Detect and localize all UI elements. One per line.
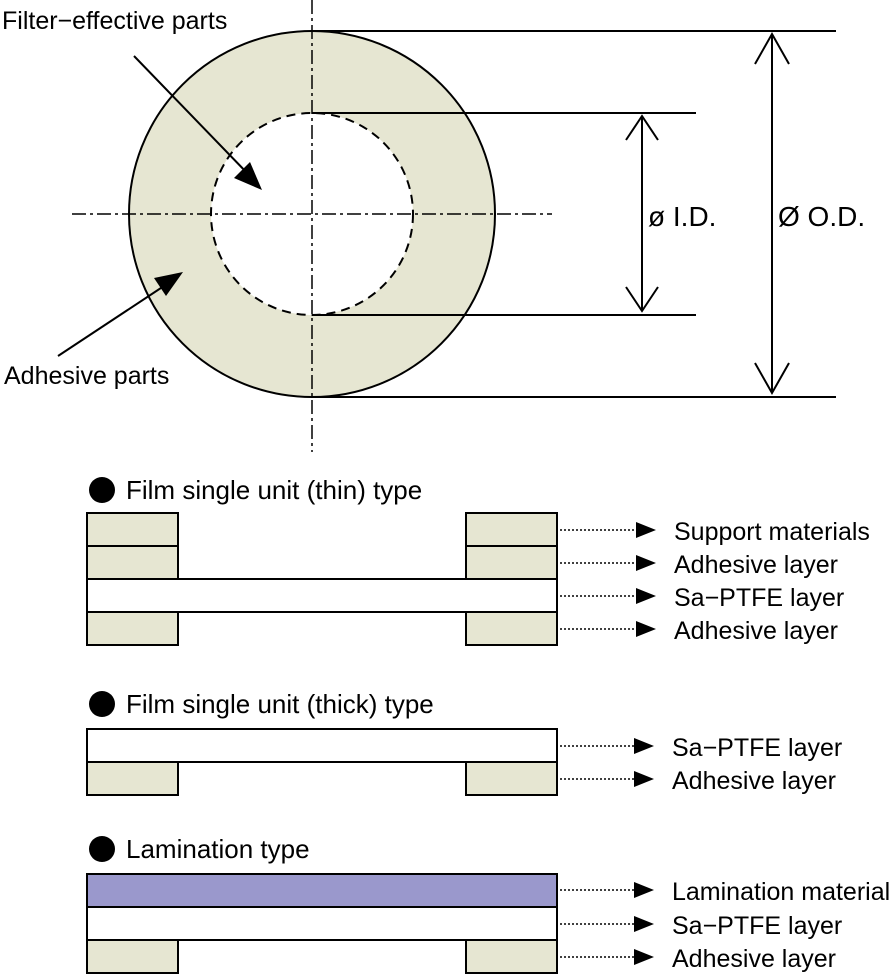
layer-leader-arrows: [560, 889, 634, 958]
adhesive-right: [465, 761, 558, 796]
layer-label-ptfe: Sa−PTFE layer: [672, 912, 842, 940]
ptfe-film: [86, 906, 558, 941]
id-dimension-arrow: [625, 114, 659, 313]
layer-leader-arrows: [560, 529, 636, 630]
section-thick: Film single unit (thick) type Sa−PTFE la…: [86, 689, 842, 796]
adhesive-upper-right: [465, 545, 558, 580]
layer-label-adhesive: Adhesive layer: [672, 767, 836, 795]
ptfe-film: [86, 578, 558, 613]
bullet-icon: [89, 477, 115, 503]
bullet-icon: [89, 836, 115, 862]
section-title: Film single unit (thick) type: [126, 689, 434, 719]
ptfe-film: [86, 728, 558, 763]
adhesive-lower-left: [86, 611, 179, 646]
section-title: Film single unit (thin) type: [126, 475, 422, 505]
section-title: Lamination type: [126, 834, 310, 864]
adhesive-lower-right: [465, 611, 558, 646]
id-label: ø I.D.: [648, 201, 716, 232]
layer-arrowheads: [634, 738, 654, 787]
layer-label-ptfe: Sa−PTFE layer: [674, 584, 844, 612]
lamination-material: [86, 873, 558, 908]
layer-leader-arrows: [560, 745, 634, 780]
layer-label-adhesive: Adhesive layer: [674, 617, 838, 645]
adhesive-parts-pointer: [57, 272, 183, 357]
section-thin: Film single unit (thin) type Support mat…: [86, 475, 870, 646]
bullet-icon: [89, 691, 115, 717]
od-dimension-arrow: [754, 31, 790, 396]
adhesive-right: [465, 939, 558, 974]
layer-arrowheads: [636, 522, 656, 637]
layer-arrowheads: [634, 882, 654, 965]
adhesive-parts-label: Adhesive parts: [4, 362, 169, 390]
layer-label-lamination: Lamination material: [672, 878, 890, 906]
support-material-right: [465, 512, 558, 547]
layer-label-adhesive: Adhesive layer: [674, 551, 838, 579]
layer-label-support: Support materials: [674, 518, 870, 546]
adhesive-left: [86, 939, 179, 974]
adhesive-upper-left: [86, 545, 179, 580]
layer-label-adhesive: Adhesive layer: [672, 945, 836, 973]
layer-label-ptfe: Sa−PTFE layer: [672, 734, 842, 762]
support-material-left: [86, 512, 179, 547]
section-lamination: Lamination type Lamination material Sa−P…: [86, 834, 890, 974]
filter-effective-label: Filter−effective parts: [2, 7, 227, 35]
filter-effective-pointer: [133, 55, 262, 190]
adhesive-left: [86, 761, 179, 796]
ring-diagram: ø I.D. Ø O.D. Filter−effective parts Adh…: [2, 0, 865, 452]
od-label: Ø O.D.: [778, 201, 865, 232]
